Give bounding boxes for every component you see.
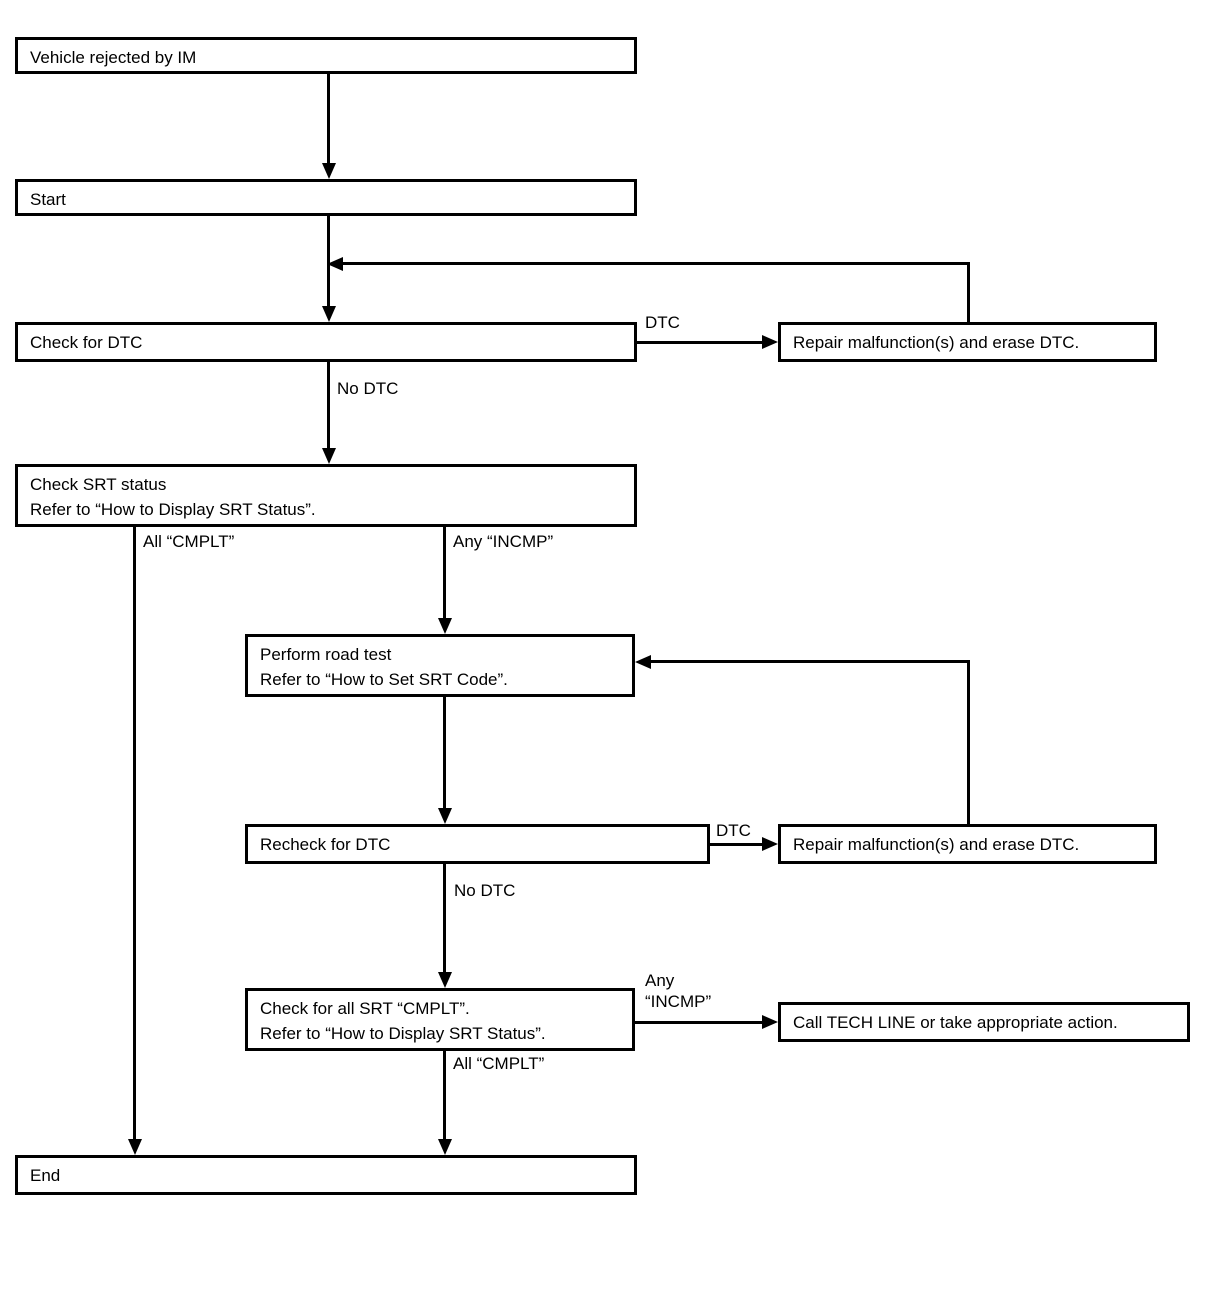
connector-rejected-to-start [327,74,330,166]
connector-srt-any-incmp-to-road-test [443,527,446,621]
node-recheck-for-dtc: Recheck for DTC [245,824,710,864]
node-call-tech-line: Call TECH LINE or take appropriate actio… [778,1002,1190,1042]
arrowhead-road-test-to-recheck [438,808,452,824]
node-perform-road-test: Perform road test Refer to “How to Set S… [245,634,635,697]
connector-repair2-feedback-horizontal [649,660,970,663]
edge-label-no-dtc-2: No DTC [454,881,516,900]
arrowhead-check-all-srt-to-end [438,1139,452,1155]
arrowhead-repair1-feedback [327,257,343,271]
edge-label-dtc-2: DTC [716,821,751,840]
node-check-for-dtc: Check for DTC [15,322,637,362]
arrowhead-recheck-to-check-all-srt [438,972,452,988]
node-start: Start [15,179,637,216]
arrowhead-check-dtc-to-repair1 [762,335,778,349]
edge-label-any-incmp-1: Any “INCMP” [453,532,554,551]
arrowhead-all-cmplt-to-end [128,1139,142,1155]
connector-check-dtc-to-srt-status [327,362,330,451]
arrowhead-recheck-to-repair2 [762,837,778,851]
arrowhead-any-incmp-to-road-test [438,618,452,634]
connector-repair1-feedback-horizontal [341,262,970,265]
connector-repair1-feedback-vertical [967,262,970,324]
edge-label-any-incmp-2: Any “INCMP” [645,971,712,1011]
node-check-all-srt-cmplt: Check for all SRT “CMPLT”. Refer to “How… [245,988,635,1051]
connector-check-all-srt-to-tech-line [635,1021,764,1024]
node-repair-erase-dtc-1: Repair malfunction(s) and erase DTC. [778,322,1157,362]
connector-recheck-to-repair2 [710,843,764,846]
edge-label-dtc-1: DTC [645,313,680,332]
arrowhead-start-to-check-dtc [322,306,336,322]
arrowhead-repair2-feedback [635,655,651,669]
node-repair-erase-dtc-2: Repair malfunction(s) and erase DTC. [778,824,1157,864]
connector-road-test-to-recheck [443,697,446,811]
connector-srt-all-cmplt-to-end [133,527,136,1142]
node-end: End [15,1155,637,1195]
connector-repair2-feedback-vertical [967,660,970,826]
edge-label-all-cmplt-2: All “CMPLT” [453,1054,545,1073]
node-vehicle-rejected: Vehicle rejected by IM [15,37,637,74]
arrowhead-check-all-srt-to-tech-line [762,1015,778,1029]
arrowhead-check-dtc-to-srt-status [322,448,336,464]
arrowhead-rejected-to-start [322,163,336,179]
connector-check-dtc-to-repair1 [637,341,764,344]
connector-recheck-to-check-all-srt [443,864,446,975]
edge-label-no-dtc-1: No DTC [337,379,399,398]
connector-check-all-srt-to-end [443,1051,446,1142]
node-check-srt-status: Check SRT status Refer to “How to Displa… [15,464,637,527]
edge-label-all-cmplt-1: All “CMPLT” [143,532,235,551]
